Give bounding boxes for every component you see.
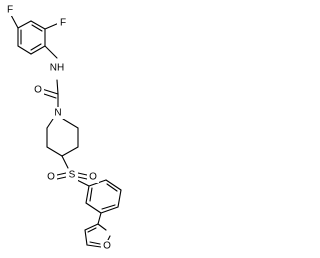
bond	[97, 223, 107, 231]
atom-label-sulfonyl-oxygen-right: O	[89, 172, 97, 183]
bond	[30, 20, 46, 30]
bond	[62, 118, 79, 129]
label-background	[66, 169, 78, 181]
bond	[77, 172, 88, 176]
bond	[86, 244, 102, 248]
label-background	[52, 107, 64, 119]
atom-label-sulfur: S	[69, 170, 76, 181]
label-background	[87, 171, 99, 183]
bond	[85, 202, 102, 214]
atom-label-nh: NH	[50, 63, 64, 74]
label-background	[57, 17, 69, 29]
bond	[31, 24, 43, 32]
label-background	[45, 171, 57, 183]
bond	[101, 204, 116, 210]
bond	[61, 155, 69, 169]
bond	[84, 223, 99, 231]
bond	[89, 241, 101, 245]
bond	[117, 189, 122, 208]
atom-label-fluorine-top: F	[7, 5, 13, 16]
bond	[30, 45, 46, 55]
atom-labels: F F NH O N S O O O	[4, 4, 113, 252]
bond	[77, 176, 88, 180]
bonds	[10, 14, 122, 248]
bond	[46, 118, 54, 129]
label-background	[101, 240, 113, 252]
label-background	[32, 84, 44, 96]
bond	[106, 183, 118, 192]
bond	[30, 43, 42, 51]
bond	[44, 45, 58, 59]
bond	[46, 146, 63, 157]
bond	[76, 179, 90, 187]
atom-label-carbonyl-oxygen: O	[34, 85, 42, 96]
bond	[97, 212, 102, 225]
bond	[84, 229, 88, 246]
atom-label-fluorine-ortho: F	[60, 18, 66, 29]
bond	[85, 185, 90, 204]
atom-label-furan-oxygen: O	[103, 241, 111, 252]
atom-label-sulfonyl-oxygen-left: O	[47, 172, 55, 183]
label-background	[4, 4, 16, 16]
bond	[10, 14, 19, 29]
label-background	[46, 61, 68, 75]
bond	[56, 176, 67, 180]
bond	[89, 187, 93, 202]
bond	[17, 20, 32, 29]
bond	[100, 206, 119, 214]
atom-label-piperidine-nitrogen: N	[54, 108, 61, 119]
bond	[44, 22, 60, 30]
bond	[41, 88, 59, 95]
bond	[56, 172, 67, 176]
bond	[61, 146, 79, 157]
chemical-structure: F F NH O N S O O O	[4, 4, 122, 252]
bond	[105, 179, 122, 191]
bond	[87, 227, 97, 233]
bond	[56, 79, 59, 95]
bond	[17, 45, 32, 55]
bond	[107, 235, 111, 241]
